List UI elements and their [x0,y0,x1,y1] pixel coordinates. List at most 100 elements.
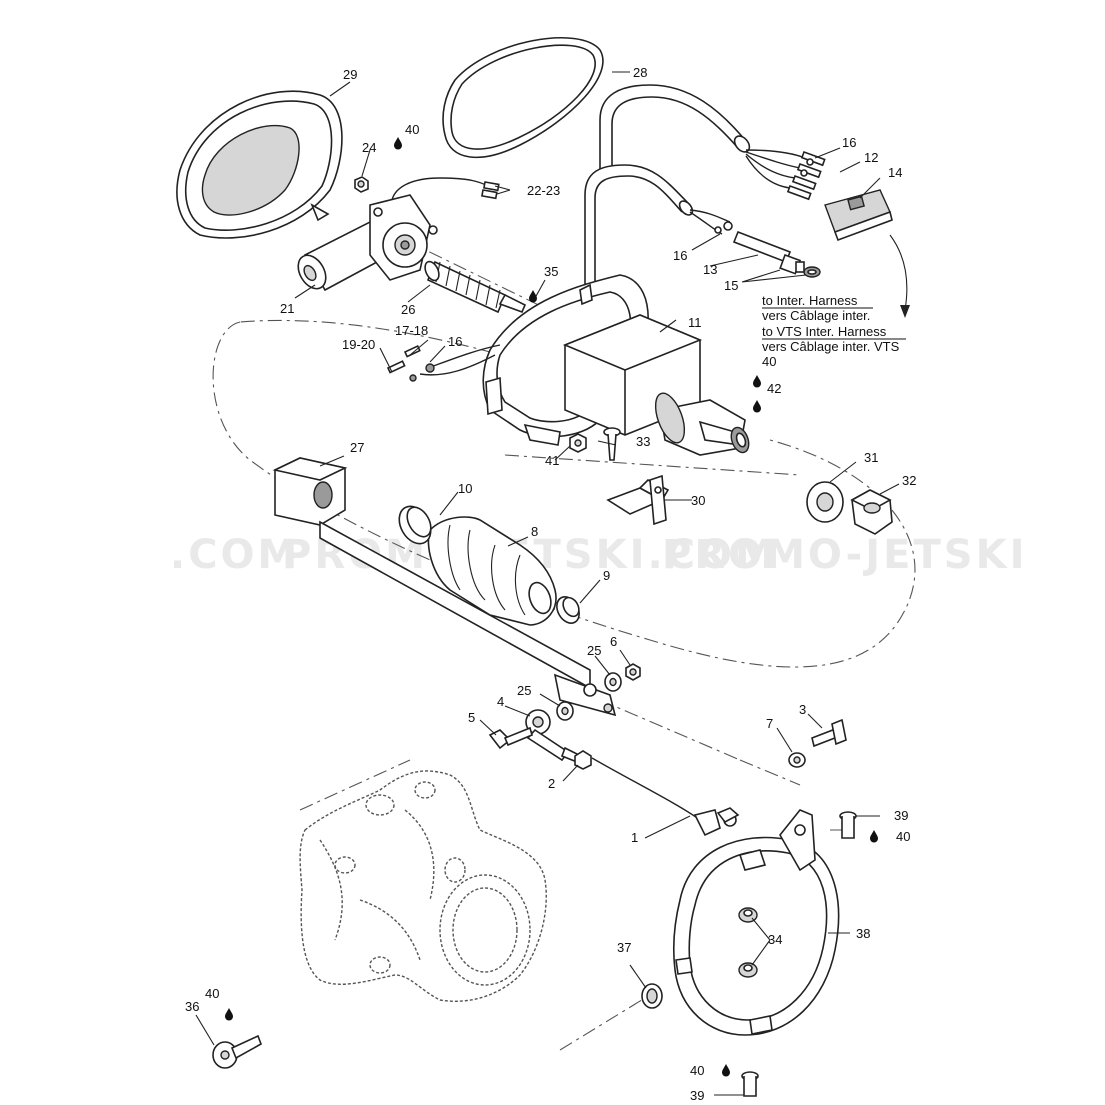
watermark-left: .COM [170,532,300,578]
callout-2: 2 [548,776,555,791]
housing-wire [427,344,501,369]
part-boot [427,516,557,626]
callout-40: 40 [405,122,419,137]
drop-icon [753,375,761,388]
callout-4: 4 [497,694,504,709]
part-output-shaft [654,392,750,456]
callout-40: 40 [896,829,910,844]
part-small-terminals [386,345,435,382]
part-nut-41 [569,433,587,453]
drop-icon [870,830,878,843]
callout-27: 27 [350,440,364,455]
callout-7: 7 [766,716,773,731]
callout-37: 37 [617,940,631,955]
routing-arrow-head [900,305,910,318]
callout-13: 13 [703,262,717,277]
callout-26: 26 [401,302,415,317]
callout-34: 34 [768,932,782,947]
watermark-right: PROMO-JETSKI [662,532,1027,578]
part-bolt-3 [811,718,847,748]
part-housing [482,274,703,446]
drop-icon [722,1064,730,1077]
callout-16: 16 [842,135,856,150]
callout-29: 29 [343,67,357,82]
note-line-4: vers Câblage inter. VTS [762,339,900,354]
callout-41: 41 [545,453,559,468]
callout-8: 8 [531,524,538,539]
callout-9: 9 [603,568,610,583]
callout-22-23: 22-23 [527,183,560,198]
part-grommet-37 [641,983,663,1009]
part-sensor-connector [714,221,802,275]
note-line-3: to VTS Inter. Harness [762,324,887,339]
callout-16: 16 [448,334,462,349]
part-washers [556,663,641,721]
part-cover [176,90,343,239]
callout-11: 11 [688,315,702,330]
callout-39: 39 [690,1088,704,1103]
part-nut-24 [354,176,369,193]
harness-tubes [584,84,751,320]
callout-6: 6 [610,634,617,649]
callout-25: 25 [517,683,531,698]
callout-12: 12 [864,150,878,165]
callout-42: 42 [767,381,781,396]
callout-36: 36 [185,999,199,1014]
callout-31: 31 [864,450,878,465]
drop-icon [394,137,402,150]
callout-32: 32 [902,473,916,488]
part-ball-joint [488,709,592,770]
callout-17-18: 17-18 [395,323,428,338]
callout-25: 25 [587,643,601,658]
part-screw-33 [603,427,621,461]
part-bracket-30 [606,474,670,526]
drop-icon [529,290,537,303]
callout-40: 40 [205,986,219,1001]
part-shaft-rod [272,457,617,717]
part-pump-outline [299,770,547,1002]
part-clamp-10 [398,505,432,545]
routing-arrow [889,234,908,311]
callout-10: 10 [458,481,472,496]
note-line-2: vers Câblage inter. [762,308,870,323]
phantom-axis-line [299,239,850,1051]
callout-40: 40 [690,1063,704,1078]
harness-note: to Inter. Harness vers Câblage inter. to… [762,293,906,354]
callout-33: 33 [636,434,650,449]
part-clamp-9 [556,596,580,624]
part-screw-39-top [839,811,857,839]
part-spring [424,260,527,314]
callout-1: 1 [631,830,638,845]
part-bolt-36 [212,1034,262,1069]
part-ring-housing [673,809,840,1036]
note-line-1: to Inter. Harness [762,293,858,308]
callout-28: 28 [633,65,647,80]
drop-icon [225,1008,233,1021]
part-cable [591,757,740,837]
part-washer-31 [806,481,844,523]
callout-39: 39 [894,808,908,823]
callout-14: 14 [888,165,902,180]
part-motor [297,177,500,292]
part-terminals [786,150,826,201]
callout-30: 30 [691,493,705,508]
callout-15: 15 [724,278,738,293]
housing-wire-2 [419,354,496,376]
part-grommets [795,261,821,278]
leader-lines [195,71,900,1096]
callout-16: 16 [673,248,687,263]
part-screw-39-bottom [741,1071,759,1097]
harness-wires [689,149,806,235]
callouts: 28 29 40 24 22-23 16 12 14 16 13 35 15 2… [185,65,916,1103]
part-nut-32 [850,489,893,535]
callout-5: 5 [468,710,475,725]
callout-24: 24 [362,140,376,155]
part-belt [442,37,604,159]
part-connector [824,189,893,242]
callout-3: 3 [799,702,806,717]
callout-19-20: 19-20 [342,337,375,352]
part-washer-7 [788,752,806,768]
drop-icon [753,400,761,413]
